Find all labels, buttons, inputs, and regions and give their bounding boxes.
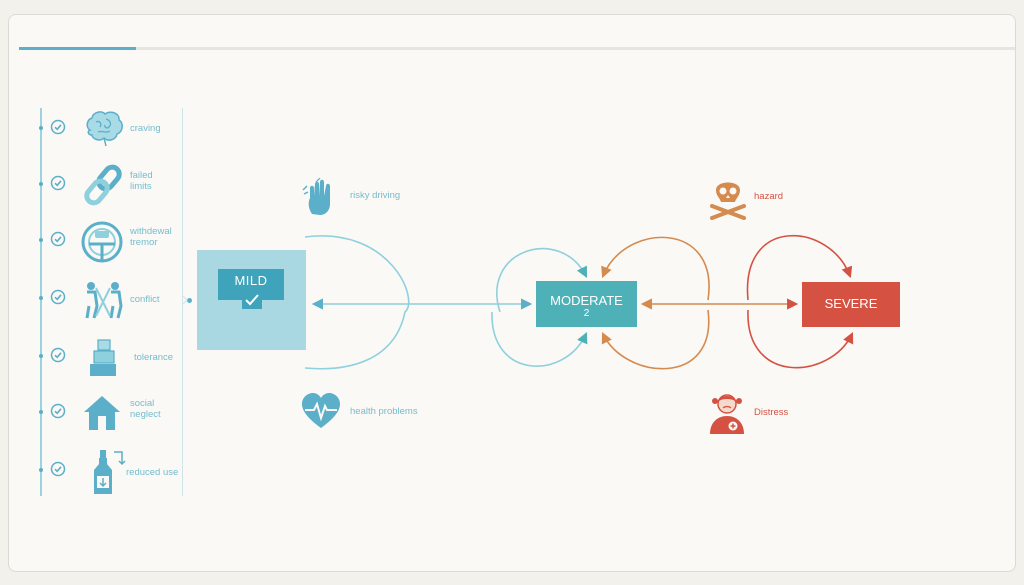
criterion-label: failed limits: [130, 170, 153, 192]
sidebar-divider: [182, 108, 183, 496]
check-circle-icon: [50, 175, 66, 191]
criterion-label: craving: [130, 123, 161, 134]
mild-badge: MILD: [218, 269, 284, 309]
moderate-loop-top-left: [496, 247, 588, 313]
distressed-person-icon: [710, 394, 744, 434]
criterion-withdrawal: withdewal tremor: [30, 220, 190, 270]
stage-mild: MILD: [197, 250, 306, 350]
brain-icon: [86, 111, 123, 147]
criterion-tolerance: tolerance: [30, 336, 190, 386]
stacked-boxes-icon: [90, 339, 116, 376]
heart-pulse-icon: [302, 393, 340, 428]
check-icon: [242, 291, 262, 309]
check-circle-icon: [50, 231, 66, 247]
timeline-dot: [39, 182, 43, 186]
criterion-craving: craving: [30, 108, 190, 158]
skull-crossbones-icon: [710, 182, 746, 220]
annotation-health-problems: health problems: [350, 406, 418, 417]
criterion-failed-limits: failed limits: [30, 164, 190, 214]
annotation-risky-driving: risky driving: [350, 190, 401, 201]
raised-hand-icon: [302, 178, 330, 215]
sidebar-connector-dot: [187, 298, 192, 303]
bottle-icon: [94, 450, 126, 494]
criterion-label: reduced use: [126, 467, 179, 478]
timeline-dot: [39, 238, 43, 242]
criterion-reduced-use: reduced use: [30, 450, 190, 500]
check-circle-icon: [50, 289, 66, 305]
moderate-loop-bottom-left: [491, 311, 588, 367]
stage-severe-label: SEVERE: [824, 296, 878, 311]
timeline-dot: [39, 296, 43, 300]
annotation-hazard: hazard: [754, 191, 784, 202]
criterion-label: withdewal tremor: [130, 226, 172, 248]
chain-link-icon: [84, 164, 122, 206]
moderate-loop-top-right: [601, 236, 710, 301]
stage-severe: SEVERE: [802, 282, 900, 327]
severe-loop-bottom: [747, 309, 854, 369]
moderate-loop-bottom-right: [601, 309, 710, 370]
timeline-dot: [39, 410, 43, 414]
stage-moderate: MODERATE 2: [536, 281, 637, 327]
severe-loop-top: [746, 235, 853, 301]
steering-wheel-icon: [81, 221, 123, 263]
stage-moderate-label: MODERATE: [550, 293, 623, 308]
check-circle-icon: [50, 119, 66, 135]
house-icon: [84, 396, 120, 430]
criteria-sidebar: craving failed limits withdewal tremor: [30, 108, 190, 498]
mild-loop-arrow: [304, 235, 410, 370]
criterion-conflict: conflict: [30, 278, 190, 328]
criterion-label: social neglect: [130, 398, 161, 420]
progress-accent: [19, 47, 136, 50]
stage-mild-label: MILD: [234, 273, 268, 288]
timeline-dot: [39, 126, 43, 130]
timeline-dot: [39, 468, 43, 472]
progress-track: [19, 47, 1015, 50]
stage-moderate-value: 2: [583, 308, 590, 319]
check-circle-icon: [50, 403, 66, 419]
criterion-social-neglect: social neglect: [30, 392, 190, 442]
check-circle-icon: [50, 347, 66, 363]
criterion-label: tolerance: [134, 352, 174, 363]
timeline-rail: [40, 108, 42, 496]
annotation-distress: Distress: [754, 407, 789, 418]
criterion-label: conflict: [130, 294, 160, 305]
conflict-people-icon: [85, 282, 123, 319]
check-circle-icon: [50, 461, 66, 477]
timeline-dot: [39, 354, 43, 358]
